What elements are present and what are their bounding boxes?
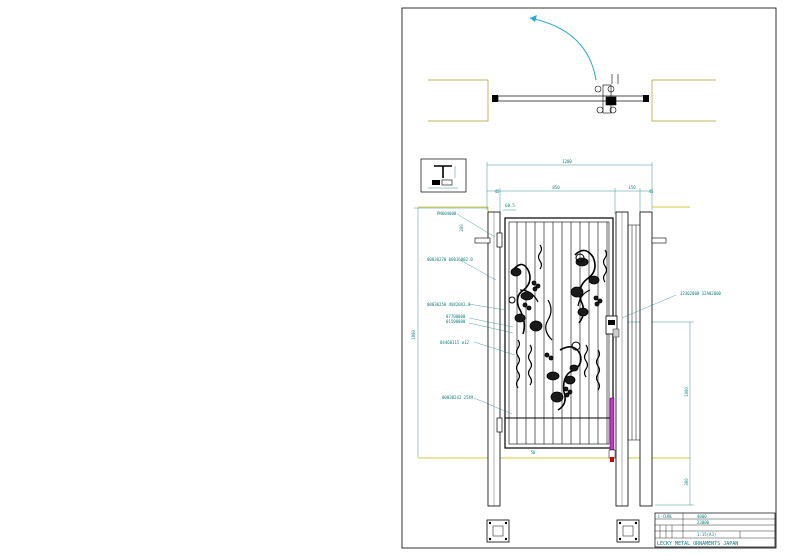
drop-bolt bbox=[609, 397, 615, 451]
dim-handle-height: 1000 bbox=[684, 387, 689, 397]
left-wall-arm bbox=[474, 237, 491, 244]
dim-leaf-height: 1800 bbox=[411, 330, 416, 340]
title-row1-value: 4000 bbox=[697, 514, 707, 519]
dim-post-bottom: 300 bbox=[684, 478, 689, 486]
dim-right-small: 45 bbox=[649, 189, 654, 194]
title-block bbox=[654, 512, 776, 548]
dim-overall-width: 1200 bbox=[562, 159, 572, 164]
callout-hinge-bottom: 00030242 25X9 bbox=[442, 395, 474, 400]
swing-arc bbox=[529, 17, 597, 81]
pickets bbox=[516, 222, 608, 444]
title-scale: 1:15(A3) bbox=[697, 532, 716, 537]
right-wall-arm bbox=[651, 237, 667, 244]
swing-arrow-head bbox=[530, 15, 537, 22]
dim-opening-width: 850 bbox=[552, 185, 560, 190]
dim-right-offset: 150 bbox=[628, 185, 636, 190]
callout-ornament-b: 01500000 bbox=[446, 319, 466, 324]
callout-frame: 00030250 40X20X2.0 bbox=[427, 302, 471, 307]
callout-picket: 04460115 ø12 bbox=[440, 340, 469, 345]
detail-inset bbox=[420, 158, 467, 193]
dim-left-small: 45 bbox=[495, 189, 500, 194]
right-wall bbox=[651, 79, 716, 122]
base-plate-right bbox=[616, 519, 640, 543]
hinge-bottom bbox=[496, 417, 503, 433]
dim-hinge-gap: 60.5 bbox=[505, 203, 515, 208]
base-plate-left bbox=[486, 519, 510, 543]
callout-ornament-a: 07700000 bbox=[446, 314, 466, 319]
plan-gate-bar bbox=[497, 95, 649, 102]
title-company: LECKY METAL ORNAMENTS JAPAN bbox=[657, 541, 738, 547]
dim-post-top-offset: 200 bbox=[459, 224, 464, 232]
sheet-border bbox=[401, 7, 777, 549]
right-frame-pickets bbox=[627, 224, 640, 441]
left-wall bbox=[428, 79, 489, 122]
callout-leaders bbox=[456, 213, 677, 415]
hinge-top bbox=[496, 232, 503, 248]
plan-hinge bbox=[594, 74, 619, 114]
plan-view bbox=[428, 15, 716, 122]
callout-post: 00030270 00016002.0 bbox=[427, 257, 473, 262]
gate-frame bbox=[504, 217, 614, 449]
title-row1-label: L-CURL bbox=[658, 514, 673, 519]
dim-bottom-gap: 50 bbox=[531, 450, 536, 455]
callout-hinge-top: PN604000 bbox=[437, 211, 457, 216]
wavy-bars bbox=[515, 244, 608, 391]
plan-left-post bbox=[492, 95, 498, 102]
ornament-vines bbox=[508, 249, 603, 411]
right-secondary-post bbox=[639, 211, 653, 507]
callout-lock: 32302000 32A02000 bbox=[680, 291, 722, 296]
elevation bbox=[418, 206, 690, 507]
title-row2-value: 23000 bbox=[697, 520, 710, 525]
dimension-lines bbox=[414, 162, 694, 506]
plan-right-post bbox=[643, 95, 649, 102]
